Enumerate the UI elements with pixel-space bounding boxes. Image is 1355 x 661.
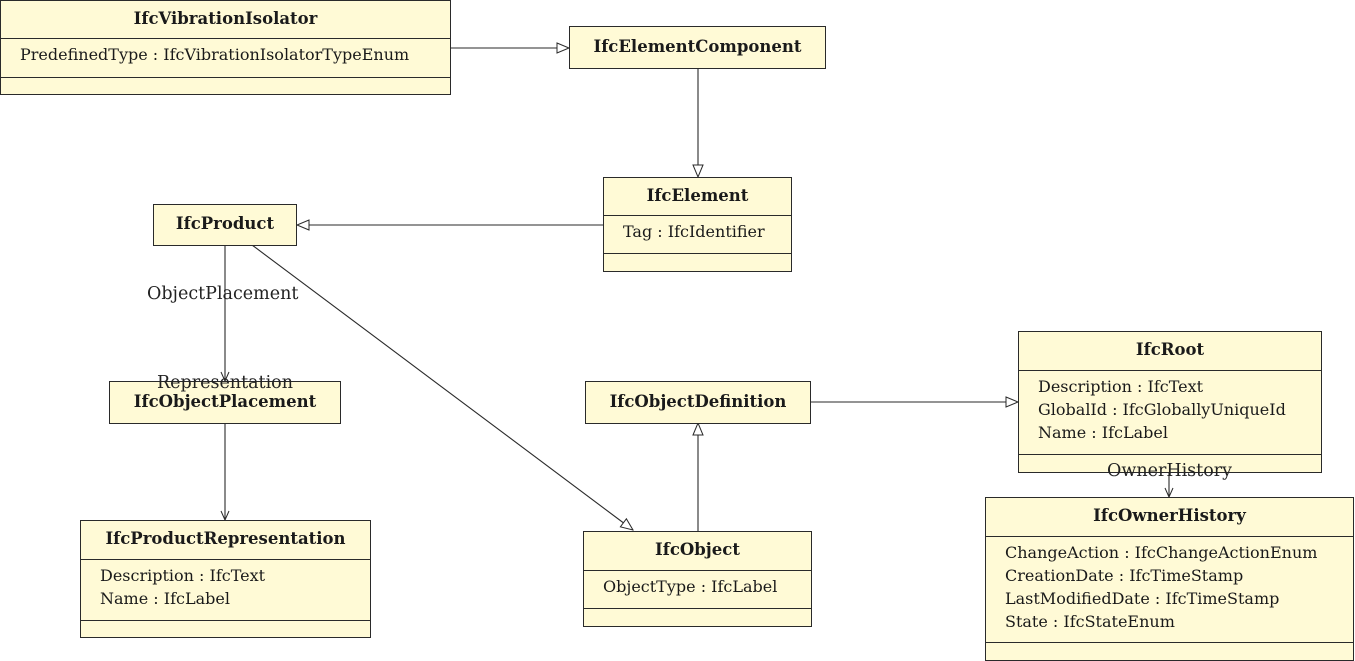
attribute: Description : IfcText (1038, 377, 1204, 396)
class-ifc-vibration-isolator[interactable]: IfcVibrationIsolator PredefinedType : If… (0, 0, 451, 95)
class-operations (584, 608, 811, 626)
attribute: Tag : IfcIdentifier (623, 222, 765, 241)
class-ifc-element-component[interactable]: IfcElementComponent (569, 26, 826, 69)
class-attributes: Tag : IfcIdentifier (604, 215, 791, 253)
class-name: IfcObjectDefinition (609, 392, 787, 411)
class-ifc-product-representation[interactable]: IfcProductRepresentation Description : I… (80, 520, 371, 638)
class-attributes: Description : IfcText Name : IfcLabel (81, 559, 370, 620)
class-attributes: ChangeAction : IfcChangeActionEnum Creat… (986, 536, 1353, 642)
class-name: IfcElement (646, 186, 749, 205)
attribute: LastModifiedDate : IfcTimeStamp (1005, 589, 1280, 608)
class-name: IfcProductRepresentation (105, 529, 346, 548)
class-attributes: Description : IfcText GlobalId : IfcGlob… (1019, 370, 1321, 454)
class-operations (81, 620, 370, 637)
attribute: GlobalId : IfcGloballyUniqueId (1038, 400, 1286, 419)
association-label-representation: Representation (157, 373, 293, 393)
class-ifc-object[interactable]: IfcObject ObjectType : IfcLabel (583, 531, 812, 627)
class-name: IfcObjectPlacement (133, 392, 317, 411)
attribute: Name : IfcLabel (100, 589, 230, 608)
class-name: IfcElementComponent (593, 37, 802, 56)
attribute: PredefinedType : IfcVibrationIsolatorTyp… (20, 45, 410, 64)
attribute: Name : IfcLabel (1038, 423, 1168, 442)
association-label-object-placement: ObjectPlacement (147, 284, 299, 304)
attribute: ChangeAction : IfcChangeActionEnum (1005, 543, 1318, 562)
association-label-owner-history: OwnerHistory (1107, 461, 1232, 481)
generalization-product-to-object (251, 244, 633, 530)
class-operations (1019, 454, 1321, 472)
class-ifc-root[interactable]: IfcRoot Description : IfcText GlobalId :… (1018, 331, 1322, 473)
class-name: IfcVibrationIsolator (133, 9, 318, 28)
class-attributes: ObjectType : IfcLabel (584, 570, 811, 608)
class-ifc-product[interactable]: IfcProduct (153, 204, 297, 246)
class-ifc-owner-history[interactable]: IfcOwnerHistory ChangeAction : IfcChange… (985, 497, 1354, 661)
attribute: Description : IfcText (100, 566, 266, 585)
class-name: IfcOwnerHistory (1093, 506, 1246, 525)
class-attributes: PredefinedType : IfcVibrationIsolatorTyp… (1, 38, 450, 77)
class-operations (1, 77, 450, 94)
class-name: IfcObject (655, 540, 740, 559)
class-name: IfcRoot (1135, 340, 1205, 359)
attribute: ObjectType : IfcLabel (603, 577, 778, 596)
class-ifc-element[interactable]: IfcElement Tag : IfcIdentifier (603, 177, 792, 272)
attribute: State : IfcStateEnum (1005, 612, 1175, 631)
attribute: CreationDate : IfcTimeStamp (1005, 566, 1244, 585)
class-ifc-object-placement[interactable]: IfcObjectPlacement (109, 381, 341, 424)
class-operations (604, 253, 791, 271)
class-operations (986, 642, 1353, 660)
class-ifc-object-definition[interactable]: IfcObjectDefinition (585, 381, 811, 424)
class-name: IfcProduct (175, 214, 275, 233)
